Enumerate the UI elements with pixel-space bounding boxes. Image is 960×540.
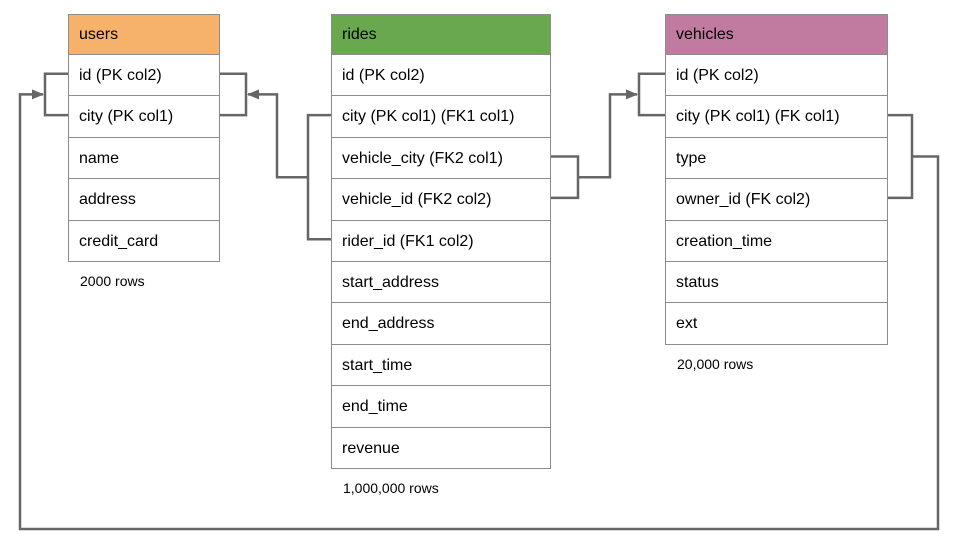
fk1-rides-to-users-line — [247, 89, 308, 179]
column-row: name — [69, 136, 219, 179]
table-vehicles-rowcount: 20,000 rows — [677, 355, 754, 372]
column-row: start_time — [332, 343, 550, 386]
table-vehicles-header: vehicles — [666, 15, 887, 54]
table-rides-rowcount: 1,000,000 rows — [343, 479, 439, 496]
column-row: city (PK col1) (FK1 col1) — [332, 95, 550, 137]
column-row: revenue — [332, 426, 550, 468]
column-row: vehicle_city (FK2 col1) — [332, 136, 550, 179]
vehicles-left-pk-bracket — [637, 72, 665, 117]
table-vehicles: vehicles id (PK col2)city (PK col1) (FK … — [665, 14, 888, 372]
rides-right-fk2-bracket — [551, 155, 580, 200]
column-row: id (PK col2) — [69, 54, 219, 96]
rides-left-fk1-bracket — [306, 113, 331, 241]
column-row: vehicle_id (FK2 col2) — [332, 178, 550, 220]
users-right-pk-bracket — [220, 72, 248, 117]
column-row: credit_card — [69, 219, 219, 261]
column-row: status — [666, 260, 887, 303]
column-row: rider_id (FK1 col2) — [332, 219, 550, 261]
column-row: city (PK col1) — [69, 95, 219, 137]
column-row: start_address — [332, 260, 550, 303]
vehicles-right-fk-bracket — [888, 113, 914, 200]
table-rides-header: rides — [332, 15, 550, 54]
table-vehicles-columns: id (PK col2)city (PK col1) (FK col1)type… — [666, 54, 887, 344]
column-row: end_time — [332, 385, 550, 427]
fk2-rides-to-vehicles-line — [578, 89, 638, 179]
column-row: address — [69, 178, 219, 220]
users-left-pk-bracket — [43, 72, 68, 117]
table-users-rowcount: 2000 rows — [80, 272, 145, 289]
column-row: creation_time — [666, 219, 887, 261]
column-row: id (PK col2) — [666, 54, 887, 96]
fk-vehicles-to-users-line — [18, 89, 940, 531]
column-row: ext — [666, 302, 887, 344]
column-row: type — [666, 136, 887, 179]
column-row: owner_id (FK col2) — [666, 178, 887, 220]
column-row: city (PK col1) (FK col1) — [666, 95, 887, 137]
table-users-header: users — [69, 15, 219, 54]
table-rides-columns: id (PK col2)city (PK col1) (FK1 col1)veh… — [332, 54, 550, 468]
column-row: end_address — [332, 302, 550, 344]
table-rides: rides id (PK col2)city (PK col1) (FK1 co… — [331, 14, 551, 496]
column-row: id (PK col2) — [332, 54, 550, 96]
